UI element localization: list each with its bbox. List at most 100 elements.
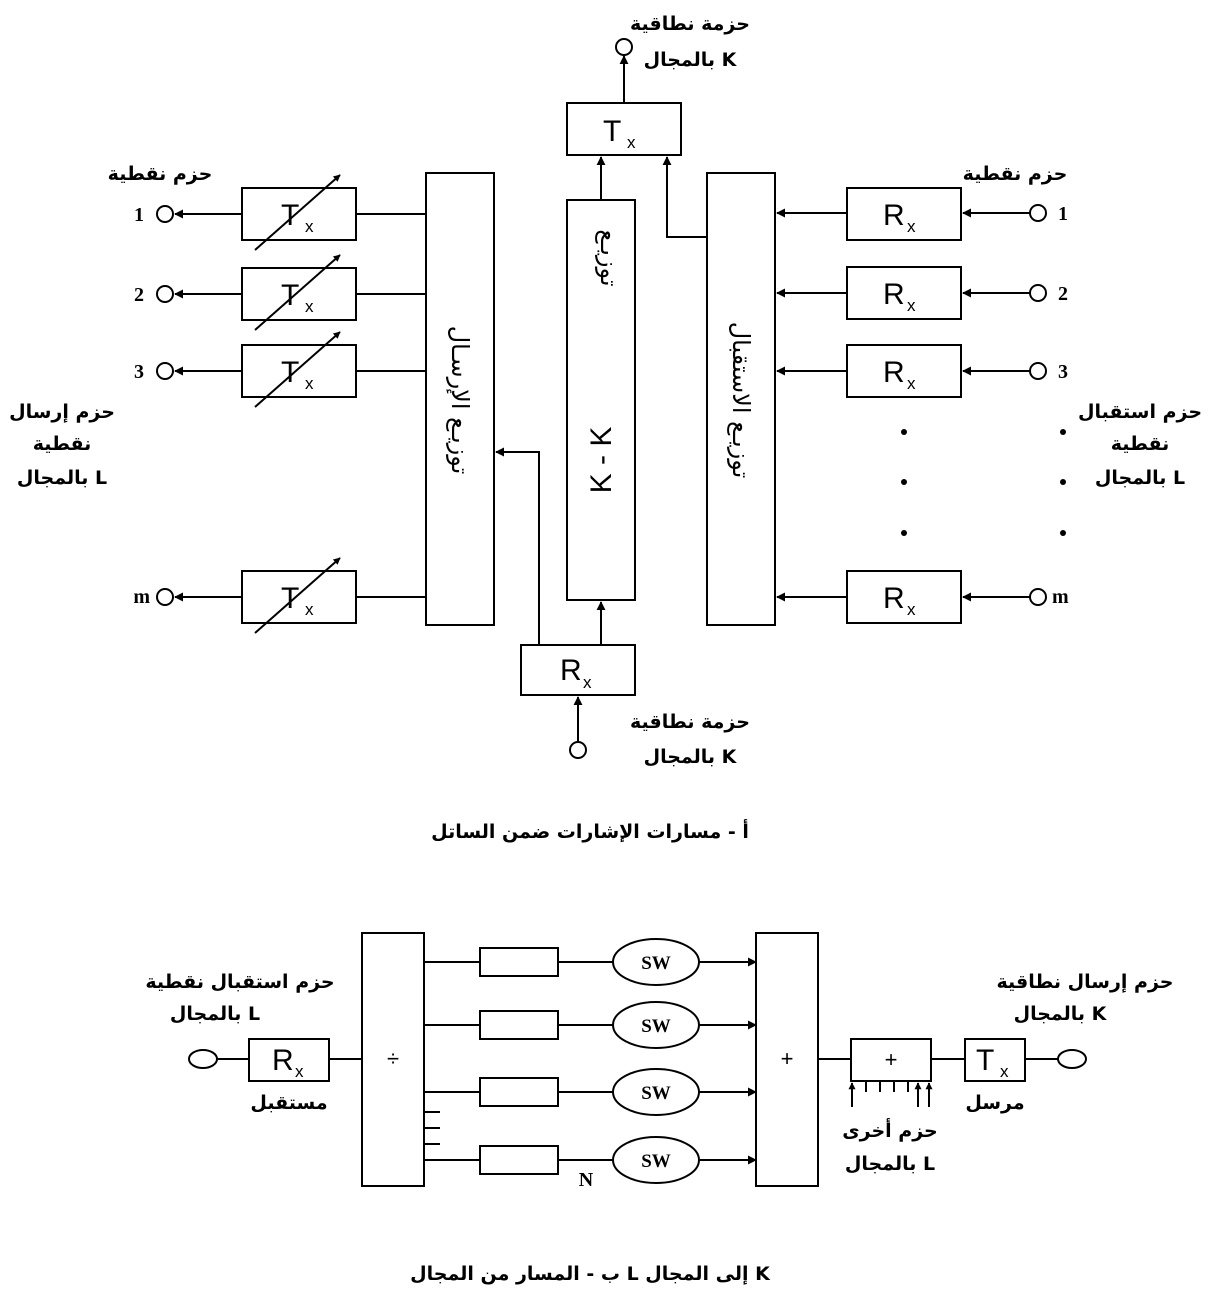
tx-row-3: 3 T x — [134, 331, 426, 408]
right-group-label-line3: بالمجال L — [1095, 467, 1185, 489]
switch-label: SW — [641, 1016, 671, 1037]
svg-text:T: T — [603, 115, 621, 148]
right-port-2-number: 2 — [1058, 283, 1068, 305]
svg-text:T: T — [281, 582, 299, 615]
kk-distribution-label: K - K — [585, 427, 618, 494]
svg-text:R: R — [883, 278, 905, 311]
left-group-label-line2: نقطية — [33, 433, 92, 455]
k-output-terminal — [615, 38, 633, 56]
svg-text:R: R — [560, 654, 582, 687]
rx-dist-to-k-tx-arrow — [662, 156, 707, 238]
other-beams-inputs — [848, 1081, 933, 1107]
l-rx-label-line1: حزم استقبال نقطية — [145, 971, 334, 993]
adder-box: + — [850, 1038, 932, 1082]
switch-label: SW — [641, 1083, 671, 1104]
divider-symbol: ÷ — [387, 1046, 399, 1071]
left-port-1-terminal — [156, 205, 174, 223]
variable-tx-box — [241, 187, 357, 241]
kk-distribution-box: توزيـع K - K — [566, 199, 636, 601]
other-beams-label-line1: حزم أخرى — [842, 1118, 938, 1142]
rx-row-3: R x 3 — [776, 344, 1068, 398]
combiner-box: + — [755, 932, 819, 1187]
receiver-label: مستقبل — [250, 1092, 327, 1114]
svg-text:x: x — [1000, 1062, 1009, 1081]
svg-text:x: x — [305, 600, 314, 619]
left-group-label-line1: حزم إرسال — [9, 401, 115, 423]
right-port-1-terminal — [1029, 204, 1047, 222]
variable-gain-arrow — [254, 174, 341, 251]
variable-gain-arrow — [254, 331, 341, 408]
svg-text:x: x — [907, 296, 916, 315]
branch-n: SW N — [424, 1136, 757, 1191]
svg-text:x: x — [305, 374, 314, 393]
svg-text:R: R — [883, 582, 905, 615]
k-output-terminal-bottom — [1057, 1049, 1087, 1069]
left-port-2-terminal — [156, 285, 174, 303]
svg-text:x: x — [305, 217, 314, 236]
n-label: N — [579, 1169, 594, 1191]
variable-gain-arrow — [254, 557, 341, 634]
filter-box — [479, 1010, 559, 1040]
k-tx-box-bottom: T x — [964, 1038, 1026, 1082]
right-spot-beams-header: حزم نقطية — [963, 163, 1068, 185]
svg-text:x: x — [907, 217, 916, 236]
variable-tx-box — [241, 570, 357, 624]
rx-box — [846, 570, 962, 624]
right-group-label-line2: نقطية — [1111, 433, 1170, 455]
left-spot-beams-header: حزم نقطية — [108, 163, 213, 185]
svg-text:x: x — [907, 374, 916, 393]
right-port-m-number: m — [1052, 586, 1069, 608]
rx-distribution-box: توزيـع الاستقبال — [706, 172, 776, 626]
svg-text:x: x — [305, 297, 314, 316]
tx-distribution-box: توزيـع الإرسـال — [425, 172, 495, 626]
k-input-terminal — [569, 741, 587, 759]
svg-text:x: x — [583, 673, 592, 692]
right-port-1-number: 1 — [1058, 203, 1068, 225]
k-tx-label-line2: بالمجال K — [1014, 1003, 1108, 1025]
filter-box — [479, 1077, 559, 1107]
variable-gain-arrow — [254, 254, 341, 331]
caption-a: أ - مسارات الإشارات ضمن الساتل — [431, 819, 749, 843]
l-input-terminal — [188, 1049, 218, 1069]
branch-2: SW — [424, 1001, 757, 1049]
svg-text:R: R — [883, 356, 905, 389]
k-rx-to-tx-dist-arrow — [495, 447, 540, 645]
tx-distribution-label: توزيـع الإرسـال — [446, 326, 474, 475]
left-group-label-line3: بالمجال L — [17, 467, 107, 489]
svg-text:T: T — [281, 356, 299, 389]
filter-box — [479, 1145, 559, 1175]
svg-text:R: R — [883, 199, 905, 232]
rx-distribution-label: توزيـع الاستقبال — [727, 322, 755, 479]
svg-text:x: x — [907, 600, 916, 619]
tx-row-2: 2 T x — [134, 254, 426, 331]
switch-label: SW — [641, 953, 671, 974]
rx-row-1: R x 1 — [776, 187, 1068, 241]
left-port-2-number: 2 — [134, 284, 144, 306]
other-beams-label-line2: بالمجال L — [845, 1153, 935, 1175]
k-output-label-line2: بالمجال K — [644, 49, 738, 71]
left-port-1-number: 1 — [134, 204, 144, 226]
svg-text:T: T — [281, 199, 299, 232]
l-rx-label-line2: بالمجال L — [170, 1003, 260, 1025]
caption-b: ب - المسار من المجال L إلى المجال K — [410, 1263, 771, 1285]
right-port-m-terminal — [1029, 588, 1047, 606]
branch-3: SW — [424, 1068, 757, 1116]
left-port-m-number: m — [133, 586, 150, 608]
rx-row-2: R x 2 — [776, 266, 1068, 320]
k-input-label-line2: بالمجال K — [644, 746, 738, 768]
switch-label: SW — [641, 1151, 671, 1172]
variable-tx-box — [241, 344, 357, 398]
rx-box — [846, 344, 962, 398]
k-tx-label-line1: حزم إرسال نطاقية — [997, 971, 1174, 993]
svg-text:T: T — [976, 1044, 994, 1077]
k-tx-box: T x — [566, 102, 682, 156]
k-rx-box: R x — [520, 644, 636, 696]
transmitter-label: مرسل — [965, 1092, 1024, 1114]
tx-row-m: m T x — [133, 557, 426, 634]
rx-row-m: R x m — [776, 570, 1069, 624]
right-port-3-number: 3 — [1058, 361, 1068, 383]
left-port-m-terminal — [156, 588, 174, 606]
variable-tx-box — [241, 267, 357, 321]
divider-box: ÷ — [361, 932, 425, 1187]
